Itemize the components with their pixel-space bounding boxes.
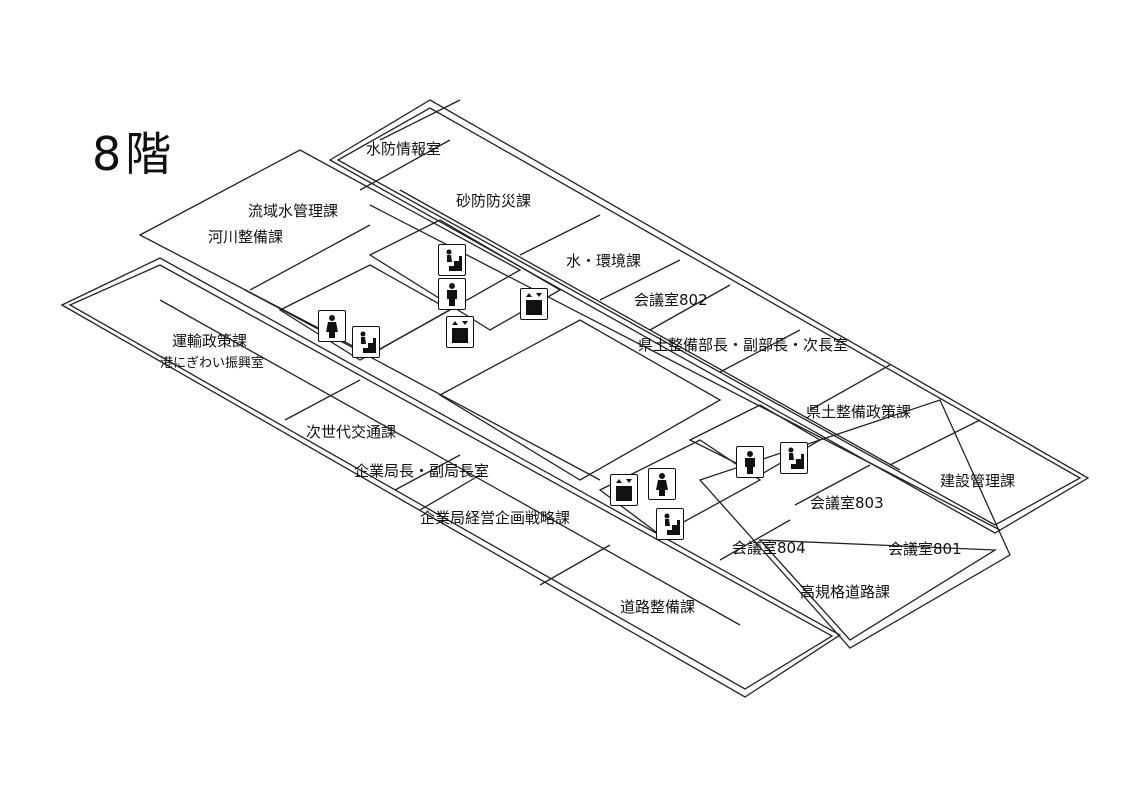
room-label: 会議室804 [732,539,806,557]
room-label: 高規格道路課 [800,583,891,601]
elevator-icon [610,474,638,506]
room-label: 県土整備政策課 [806,403,912,421]
floor-title: 8階 [92,127,176,181]
room-label: 河川整備課 [208,228,284,246]
room-label: 企業局長・副局長室 [354,462,490,480]
room-label: 水・環境課 [566,252,642,270]
elevator-icon [520,288,548,320]
stairs-icon [656,508,684,540]
restroom-icon [438,278,466,310]
room-label: 運輸政策課 [172,332,248,350]
stairs-icon [352,326,380,358]
room-label: 企業局経営企画戦略課 [420,509,571,527]
room-label: 道路整備課 [620,598,696,616]
restroom-icon [736,446,764,478]
restroom-icon [648,468,676,500]
room-label: 会議室801 [888,540,962,558]
room-label: 港にぎわい振興室 [160,356,265,371]
room-label: 砂防防災課 [456,192,532,210]
room-label: 会議室803 [810,494,884,512]
stairs-icon [780,442,808,474]
stairs-icon [438,244,466,276]
room-label: 建設管理課 [940,472,1016,490]
room-label: 水防情報室 [366,140,442,158]
room-label: 会議室802 [634,291,708,309]
room-label: 流域水管理課 [248,202,339,220]
elevator-icon [446,316,474,348]
restroom-icon [318,310,346,342]
room-label: 県土整備部長・副部長・次長室 [638,336,849,354]
room-label: 次世代交通課 [306,423,397,441]
